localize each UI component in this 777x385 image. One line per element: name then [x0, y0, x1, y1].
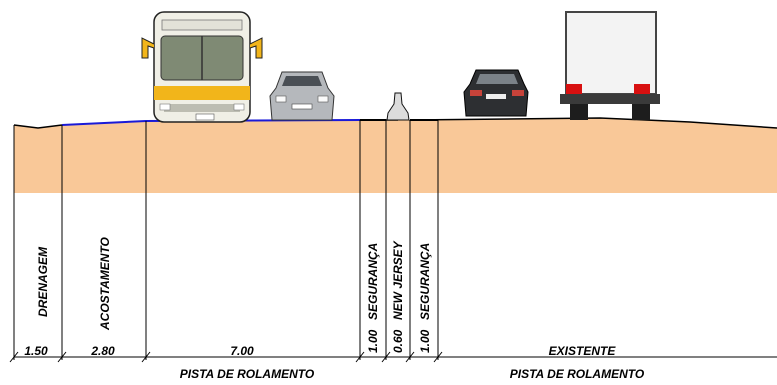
division-lines	[13, 120, 439, 360]
bottom-label-right: PISTA DE ROLAMENTO	[510, 367, 645, 381]
width-new-jersey: 0.60	[391, 329, 405, 353]
bus-icon	[141, 11, 263, 123]
label-seguranca-1: SEGURANÇA	[366, 243, 380, 320]
width-pista: 7.00	[230, 344, 254, 358]
width-seguranca-2: 1.00	[418, 329, 432, 353]
width-acostamento: 2.80	[90, 344, 115, 358]
new-jersey-barrier-icon	[386, 92, 410, 121]
truck-icon	[560, 11, 660, 120]
bottom-label-left: PISTA DE ROLAMENTO	[180, 367, 315, 381]
label-drenagem: DRENAGEM	[36, 246, 50, 317]
car-icon	[269, 71, 335, 121]
label-new-jersey: NEW JERSEY	[391, 240, 405, 320]
width-drenagem: 1.50	[24, 344, 48, 358]
soil-layer	[14, 118, 777, 193]
label-acostamento: ACOSTAMENTO	[98, 236, 112, 331]
dimension-line	[9, 351, 777, 363]
width-seguranca-1: 1.00	[366, 329, 380, 353]
dark-car-icon	[463, 69, 529, 117]
width-existente: EXISTENTE	[549, 344, 617, 358]
label-seguranca-2: SEGURANÇA	[418, 243, 432, 320]
